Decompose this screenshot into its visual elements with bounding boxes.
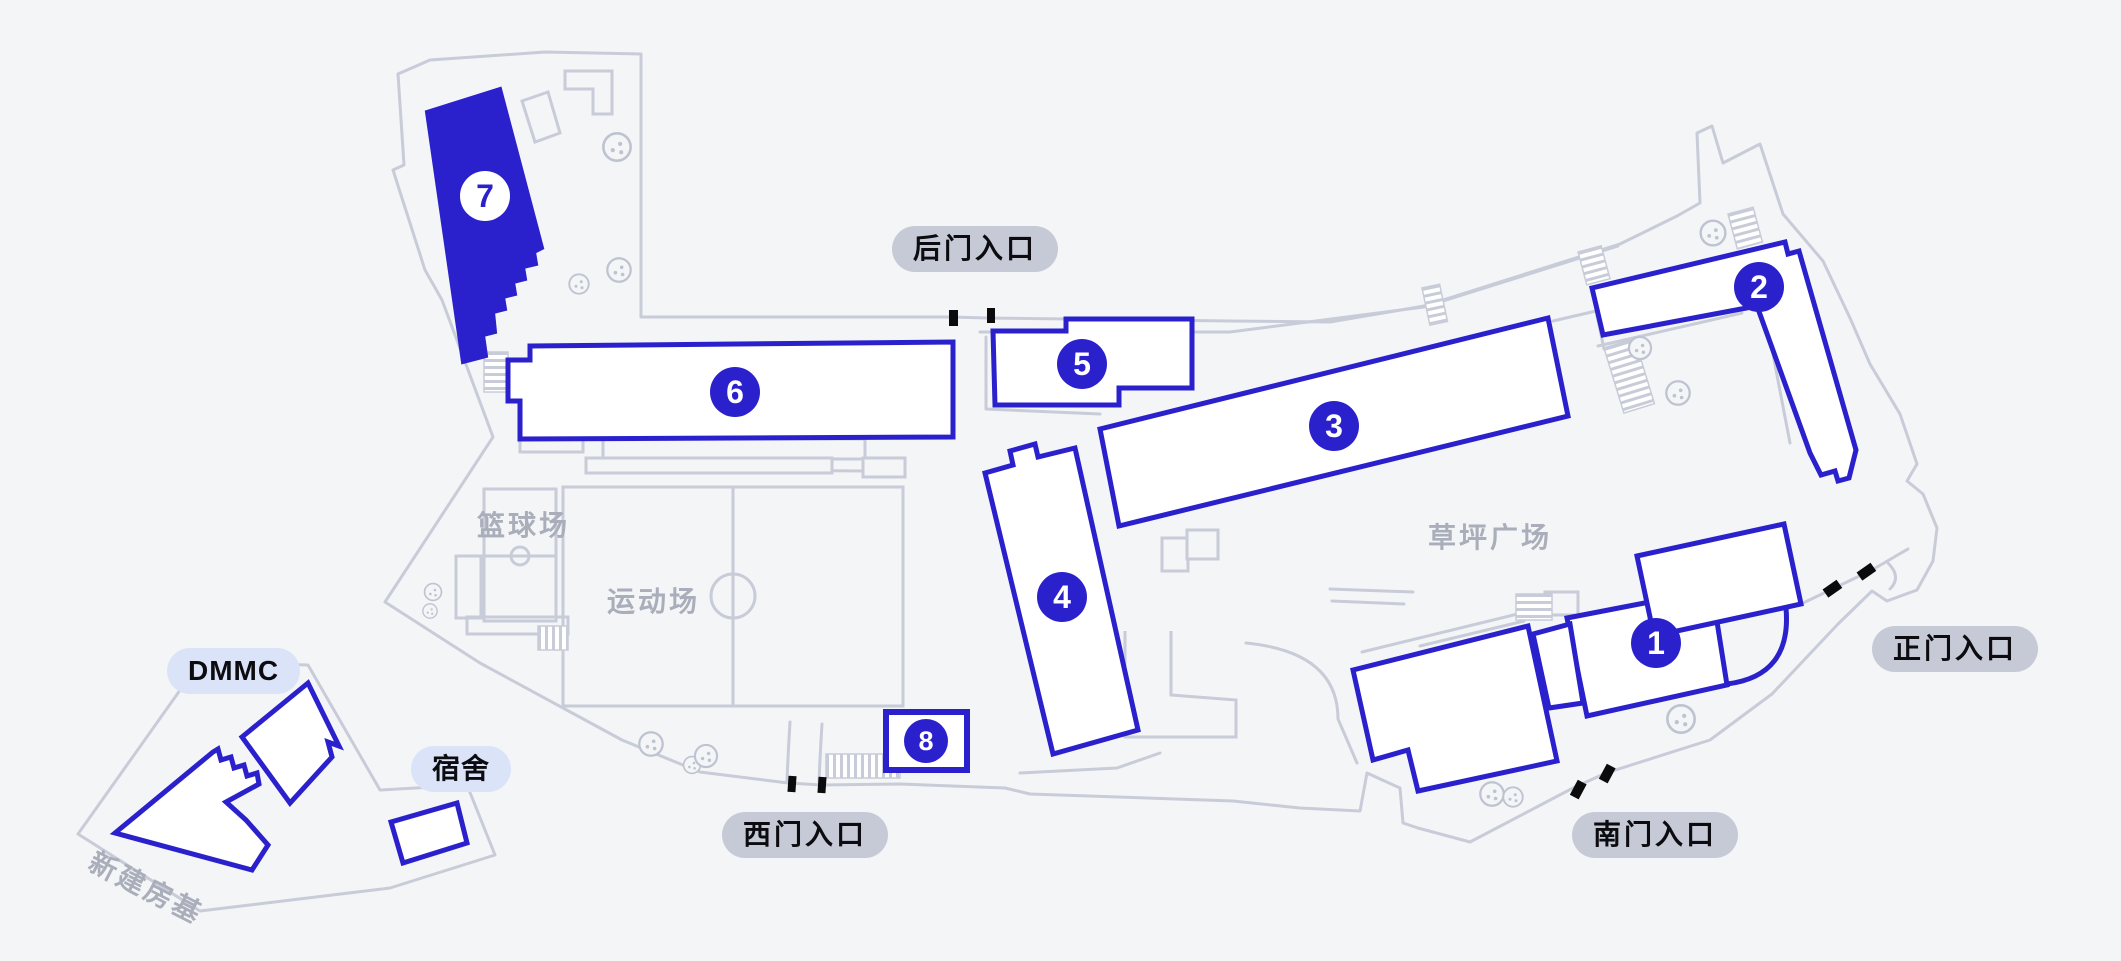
- tree-icon: [1479, 781, 1505, 807]
- building-7-shape[interactable]: [424, 86, 545, 365]
- small-shed: [520, 90, 562, 144]
- north-annex: [563, 69, 614, 116]
- gate-tick: [987, 308, 995, 323]
- building-8-badge[interactable]: 8: [904, 719, 948, 763]
- building-3-badge[interactable]: 3: [1309, 401, 1359, 451]
- tree-icon: [602, 132, 632, 162]
- dormitory-building[interactable]: [387, 799, 470, 867]
- tree-icon: [423, 582, 443, 602]
- tree-icon: [1502, 786, 1524, 808]
- stairs-icon: [1577, 244, 1611, 286]
- gate-tick: [1856, 562, 1877, 581]
- gate-tick: [1598, 763, 1616, 784]
- tree-icon: [693, 743, 719, 769]
- building-1-curved-wall: [1726, 607, 1790, 687]
- tree-icon: [1666, 704, 1696, 734]
- building-1-connector-shape[interactable]: [1530, 620, 1586, 711]
- gate-markers: [787, 308, 1877, 800]
- building-1-badge[interactable]: 1: [1631, 618, 1681, 668]
- stairs-icon: [537, 625, 569, 651]
- southwest-lot-outline: [76, 660, 497, 913]
- gate-tick: [1569, 779, 1587, 800]
- buildings-layer: [109, 86, 1859, 873]
- tree-icon: [1699, 219, 1727, 247]
- tree-icon: [422, 603, 438, 619]
- place-label-dmmc: DMMC: [167, 648, 301, 694]
- area-label-basketball-court: 篮球场: [477, 510, 571, 541]
- building-2-badge[interactable]: 2: [1734, 262, 1784, 312]
- tree-icon: [638, 731, 664, 757]
- dmmc-chevron-building[interactable]: [109, 745, 272, 873]
- building-5-badge[interactable]: 5: [1057, 339, 1107, 389]
- inner-roads: [785, 244, 1910, 784]
- area-label-lawn-plaza: 草坪广场: [1428, 522, 1553, 553]
- tree-icon: [606, 257, 632, 283]
- building-4-badge[interactable]: 4: [1037, 572, 1087, 622]
- gate-tick: [787, 775, 797, 793]
- stairs-icon: [1421, 283, 1449, 327]
- building-1-west-shape[interactable]: [1350, 622, 1560, 794]
- gate-tick: [1822, 579, 1843, 598]
- tree-icon: [1665, 380, 1691, 406]
- gray-structures: [465, 69, 1580, 739]
- area-label-sports-field: 运动场: [607, 586, 701, 617]
- stairs-icon: [1727, 206, 1764, 250]
- stairs-icon: [1515, 593, 1553, 621]
- entrance-label-south-gate: 南门入口: [1572, 812, 1739, 858]
- gate-tick: [817, 776, 827, 794]
- place-label-dormitory: 宿舍: [411, 746, 512, 792]
- dmmc-rect-building[interactable]: [238, 679, 344, 807]
- entrance-label-back-gate: 后门入口: [892, 226, 1059, 272]
- entrance-label-west-gate: 西门入口: [722, 812, 889, 858]
- entrance-label-main-gate: 正门入口: [1872, 626, 2039, 672]
- tree-icon: [568, 273, 590, 295]
- gate-tick: [949, 310, 958, 326]
- stairs-icon: [1603, 337, 1656, 414]
- tree-icon: [1627, 335, 1653, 361]
- stairs-hatches: [483, 206, 1764, 779]
- building-7-badge[interactable]: 7: [460, 171, 510, 221]
- stairs-icon: [483, 351, 509, 393]
- building-1-north-shape[interactable]: [1634, 521, 1804, 639]
- basketball-court: [454, 487, 558, 623]
- building-6-badge[interactable]: 6: [710, 367, 760, 417]
- sports-field: [561, 485, 905, 708]
- sports-field-center-circle: [709, 572, 757, 620]
